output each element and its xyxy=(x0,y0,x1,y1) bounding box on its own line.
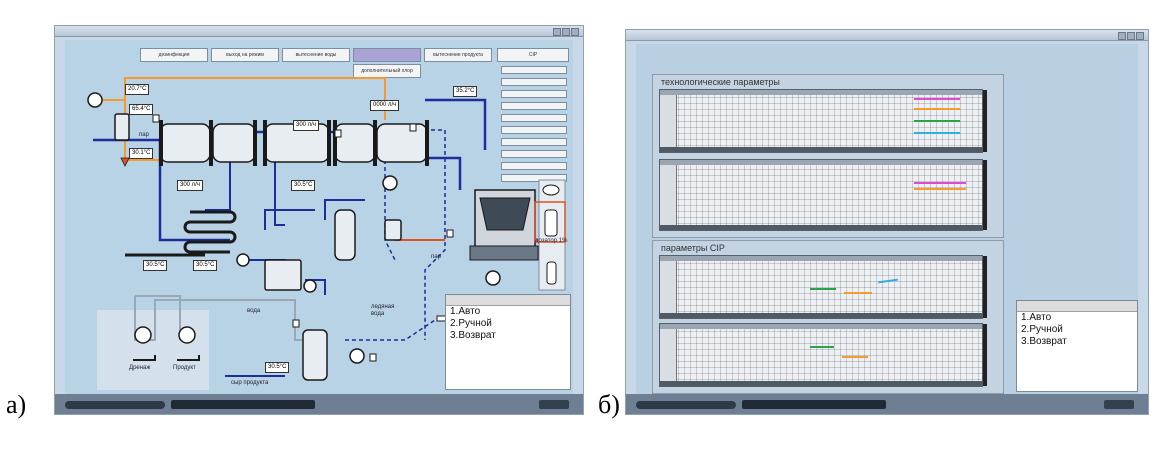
temperature-readout: 30.1°С xyxy=(129,148,154,159)
product-label: сыр продукта xyxy=(231,380,269,386)
minimize-button[interactable] xyxy=(553,28,561,36)
trends-screen: технологические параметры параметры CIP xyxy=(636,44,1138,394)
status-bar xyxy=(55,394,583,414)
status-message-field xyxy=(742,400,886,409)
trend-plot-1 xyxy=(659,89,987,153)
panel-title: параметры CIP xyxy=(661,243,725,253)
trend-trace xyxy=(914,108,960,110)
steam-label: пар xyxy=(431,254,441,260)
close-button[interactable] xyxy=(571,28,579,36)
flow-readout: 0000 л/ч xyxy=(370,100,400,111)
water-label: вода xyxy=(247,308,261,314)
scada-window-a: дезинфекция выход на режим вытеснение во… xyxy=(55,26,583,414)
valve-icon xyxy=(152,114,454,362)
maximize-button[interactable] xyxy=(562,28,570,36)
trend-trace xyxy=(877,278,899,283)
side-button[interactable] xyxy=(501,126,567,134)
status-indicator xyxy=(636,401,736,409)
process-schematic xyxy=(87,77,566,390)
tab-additional-chlorine[interactable]: дополнительный хлор xyxy=(353,64,421,78)
menu-item-manual[interactable]: 2.Ручной xyxy=(1021,324,1063,335)
window-titlebar xyxy=(626,30,1148,41)
temperature-readout: 20.7°С xyxy=(125,84,150,95)
cip-parameters-panel: параметры CIP xyxy=(652,240,1004,394)
menu-item-return[interactable]: 3.Возврат xyxy=(1021,336,1067,347)
temperature-readout: 30.5°С xyxy=(193,260,218,271)
tab-active[interactable] xyxy=(353,48,421,62)
temperature-readout: 30.5°С xyxy=(143,260,168,271)
menu-item-return[interactable]: 3.Возврат xyxy=(450,330,496,341)
pump-icon xyxy=(87,92,501,364)
steam-label: пар xyxy=(139,132,149,138)
tab-cip[interactable]: CIP xyxy=(497,48,569,62)
side-button[interactable] xyxy=(501,138,567,146)
maximize-button[interactable] xyxy=(1127,32,1135,40)
menu-item-auto[interactable]: 1.Авто xyxy=(450,306,481,317)
temperature-readout: 65.4°С xyxy=(129,104,154,115)
status-message-field xyxy=(171,400,315,409)
menu-item-manual[interactable]: 2.Ручной xyxy=(450,318,492,329)
mimic-diagram: дезинфекция выход на режим вытеснение во… xyxy=(65,40,573,394)
trend-trace xyxy=(914,132,960,134)
tank-label: Продукт xyxy=(173,365,196,371)
side-button[interactable] xyxy=(501,66,567,74)
trend-trace xyxy=(842,356,868,358)
panel-title: технологические параметры xyxy=(661,77,780,87)
trend-trace xyxy=(810,346,834,348)
menu-item-auto[interactable]: 1.Авто xyxy=(1021,312,1052,323)
flow-readout: 300 л/ч xyxy=(293,120,319,131)
tank-icon xyxy=(114,113,402,381)
heat-exchanger-icon xyxy=(159,123,428,163)
bottle-label: дозатор 1% xyxy=(535,238,568,244)
side-button[interactable] xyxy=(501,162,567,170)
status-bar xyxy=(626,394,1148,414)
trend-plot-2 xyxy=(659,159,987,231)
tab-startup[interactable]: выход на режим xyxy=(211,48,279,62)
status-clock xyxy=(539,400,569,409)
flow-readout: 300 л/ч xyxy=(177,180,203,191)
temperature-readout: 30.5°С xyxy=(291,180,316,191)
mode-menu: 1.Авто 2.Ручной 3.Возврат xyxy=(445,294,571,390)
status-clock xyxy=(1104,400,1134,409)
bottle-icon xyxy=(542,184,560,285)
side-button[interactable] xyxy=(501,90,567,98)
process-parameters-panel: технологические параметры xyxy=(652,74,1004,238)
tab-disinfection[interactable]: дезинфекция xyxy=(140,48,208,62)
trend-trace xyxy=(810,288,836,290)
trend-trace xyxy=(914,182,966,184)
status-indicator xyxy=(65,401,165,409)
close-button[interactable] xyxy=(1136,32,1144,40)
side-button-column xyxy=(501,66,567,186)
figure-label-a: а) xyxy=(6,390,27,419)
tab-water-displacement[interactable]: вытеснение воды xyxy=(282,48,350,62)
trend-trace xyxy=(914,188,966,190)
mode-menu: 1.Авто 2.Ручной 3.Возврат xyxy=(1016,300,1138,392)
mode-menu-header xyxy=(446,295,570,306)
ice-water-label: ледяная вода xyxy=(371,304,395,317)
filling-machine-icon xyxy=(469,189,539,261)
trend-plot-4 xyxy=(659,323,987,387)
side-button[interactable] xyxy=(501,102,567,110)
trend-trace xyxy=(914,98,960,100)
side-button[interactable] xyxy=(501,78,567,86)
mode-menu-header xyxy=(1017,301,1137,312)
side-button[interactable] xyxy=(501,150,567,158)
side-button[interactable] xyxy=(501,114,567,122)
trend-trace xyxy=(844,292,872,294)
trend-plot-3 xyxy=(659,255,987,319)
figure-label-b: б) xyxy=(598,390,620,419)
side-button[interactable] xyxy=(501,174,567,182)
window-titlebar xyxy=(55,26,583,37)
tab-product-displacement[interactable]: вытеснение продукта xyxy=(424,48,492,62)
temperature-readout: 35.2°С xyxy=(453,86,478,97)
minimize-button[interactable] xyxy=(1118,32,1126,40)
scada-window-b: технологические параметры параметры CIP xyxy=(626,30,1148,414)
temperature-readout: 30.5°С xyxy=(265,362,290,373)
tank-label: Дренаж xyxy=(129,365,151,371)
trend-trace xyxy=(914,120,960,122)
